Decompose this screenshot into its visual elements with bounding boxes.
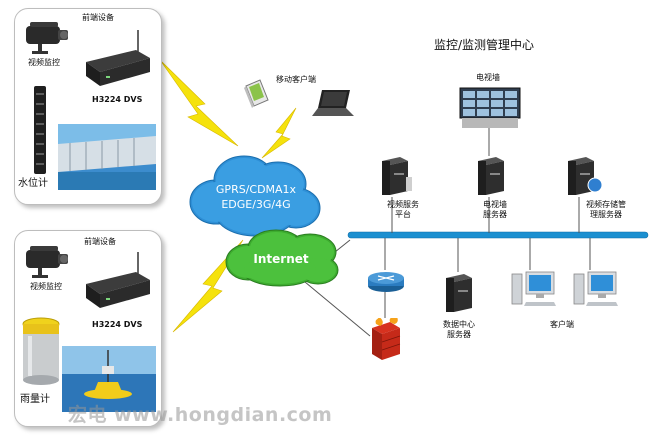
server-icon — [382, 157, 412, 195]
wireless-network-cloud — [189, 155, 321, 237]
internet-cloud — [225, 229, 339, 287]
server-label-storage-1: 视频存储管 — [586, 200, 626, 209]
mobile-client-label: 移动客户端 — [276, 75, 316, 84]
tv-wall-icon — [459, 87, 521, 128]
internet-label: Internet — [253, 252, 309, 266]
data-server-label-2: 服务器 — [447, 330, 471, 339]
tv-wall-label: 电视墙 — [476, 73, 500, 82]
server-icon — [478, 157, 504, 195]
data-server-label-1: 数据中心 — [443, 320, 475, 329]
server-label-video-platform-2: 平台 — [395, 210, 411, 219]
server-label-tv-wall-1: 电视墙 — [483, 200, 507, 209]
server-label-storage-2: 理服务器 — [590, 210, 622, 219]
dvs-device-icon — [86, 30, 150, 86]
front-end-title-bottom: 前端设备 — [84, 237, 116, 246]
front-end-title-top: 前端设备 — [82, 13, 114, 22]
network-bus — [347, 231, 649, 239]
firewall-icon — [372, 318, 401, 360]
lightning-bolt-top-left — [159, 59, 239, 147]
camera-icon — [26, 22, 68, 54]
wireless-label-line-2: EDGE/3G/4G — [221, 198, 291, 211]
wireless-label-line-1: GPRS/CDMA1x — [215, 183, 297, 196]
pda-phone-icon — [244, 79, 269, 108]
camera-label-bottom: 视频监控 — [30, 282, 62, 291]
laptop-icon — [312, 90, 354, 116]
center-title: 监控/监测管理中心 — [434, 38, 535, 52]
sensor-label-top: 水位计 — [18, 178, 48, 189]
lightning-bolt-top-right — [261, 107, 297, 159]
server-label-video-platform-1: 视频服务 — [387, 200, 419, 209]
server-label-tv-wall-2: 服务器 — [483, 210, 507, 219]
camera-icon — [26, 246, 68, 278]
watermark: 宏电 www.hongdian.com — [68, 404, 333, 426]
dvs-label-top: H3224 DVS — [92, 95, 143, 104]
water-level-gauge-icon — [34, 86, 46, 174]
client-computer-icon — [573, 271, 618, 306]
lightning-bolt-bottom-left — [172, 239, 244, 333]
server-icon — [446, 274, 472, 312]
server-icon — [568, 157, 603, 195]
router-icon — [368, 272, 404, 292]
dam-photo — [58, 124, 156, 190]
dvs-label-bottom: H3224 DVS — [92, 320, 143, 329]
client-label: 客户端 — [550, 320, 574, 329]
sensor-label-bottom: 雨量计 — [20, 394, 50, 405]
camera-label-top: 视频监控 — [28, 58, 60, 67]
rain-gauge-icon — [22, 317, 60, 385]
buoy-photo — [62, 346, 156, 412]
client-computer-icon — [511, 271, 556, 306]
dvs-device-icon — [86, 252, 150, 308]
